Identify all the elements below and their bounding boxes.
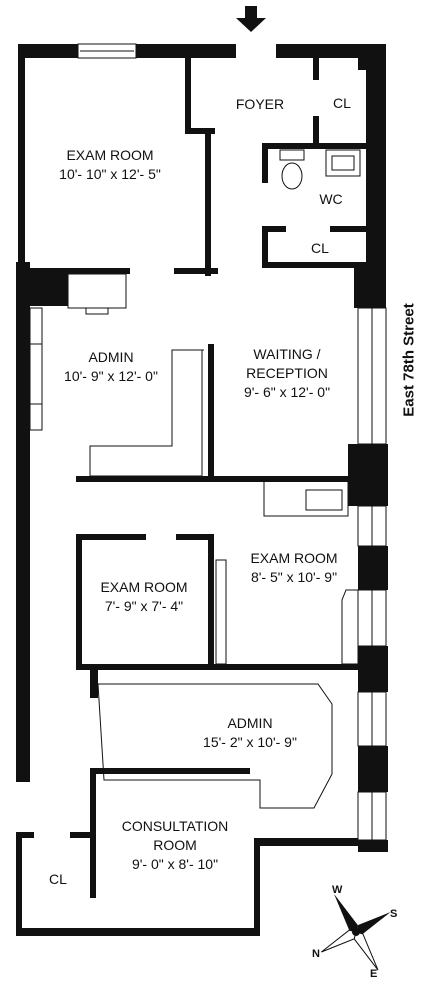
toilet-bowl (281, 162, 303, 190)
room-admin-1: ADMIN 10'- 9" x 12'- 0" (46, 348, 176, 386)
sink (325, 149, 361, 177)
room-dimensions: 8'- 5" x 10'- 9" (250, 569, 338, 585)
room-closet-foyer: CL (322, 94, 362, 113)
compass-east: E (370, 968, 378, 980)
room-name: WAITING / (253, 346, 321, 362)
room-name: EXAM ROOM (66, 147, 154, 163)
room-dimensions: 10'- 10" x 12'- 5" (59, 166, 161, 182)
compass-north: N (312, 948, 320, 960)
room-exam-room-1: EXAM ROOM 10'- 10" x 12'- 5" (40, 146, 180, 184)
room-name: CL (333, 95, 351, 111)
room-admin-2: ADMIN 15'- 2" x 10'- 9" (170, 714, 330, 752)
room-name: EXAM ROOM (250, 550, 338, 566)
room-name: CL (49, 871, 67, 887)
room-name: FOYER (235, 96, 285, 112)
room-wc: WC (306, 190, 356, 209)
street-name: East 78th Street (400, 303, 418, 417)
room-name: ADMIN (88, 349, 134, 365)
room-name: CL (311, 240, 329, 256)
room-consultation: CONSULTATION ROOM 9'- 0" x 8'- 10" (100, 817, 250, 874)
fixtures (29, 149, 361, 809)
room-dimensions: 9'- 0" x 8'- 10" (131, 856, 219, 872)
counter (263, 482, 349, 517)
room-name: CONSULTATION (121, 818, 229, 834)
room-closet-bottom: CL (36, 870, 80, 889)
room-exam-room-2: EXAM ROOM 8'- 5" x 10'- 9" (226, 549, 362, 587)
kitchen-sink (305, 489, 343, 511)
street-label: East 78th Street (398, 300, 420, 420)
room-name: EXAM ROOM (100, 579, 188, 595)
windows (77, 43, 387, 841)
room-name-line-2: RECEPTION (246, 365, 328, 381)
desk (67, 273, 127, 309)
room-foyer: FOYER (218, 95, 302, 114)
room-dimensions: 7'- 9" x 7'- 4" (104, 598, 184, 614)
entrance-arrow-icon (236, 6, 266, 32)
compass-south: S (390, 908, 398, 920)
room-name-line-2: ROOM (153, 837, 197, 853)
compass-rose-icon (321, 893, 391, 971)
room-dimensions: 9'- 6" x 12'- 0" (243, 384, 331, 400)
toilet (279, 149, 305, 161)
room-name: WC (319, 191, 343, 207)
walls (16, 44, 388, 936)
room-dimensions: 15'- 2" x 10'- 9" (203, 734, 297, 750)
room-exam-room-3: EXAM ROOM 7'- 9" x 7'- 4" (84, 578, 204, 616)
room-dimensions: 10'- 9" x 12'- 0" (64, 368, 158, 384)
room-name: ADMIN (227, 715, 273, 731)
room-waiting-reception: WAITING / RECEPTION 9'- 6" x 12'- 0" (222, 345, 352, 402)
room-closet-wc: CL (298, 239, 342, 258)
compass-west: W (332, 884, 343, 896)
